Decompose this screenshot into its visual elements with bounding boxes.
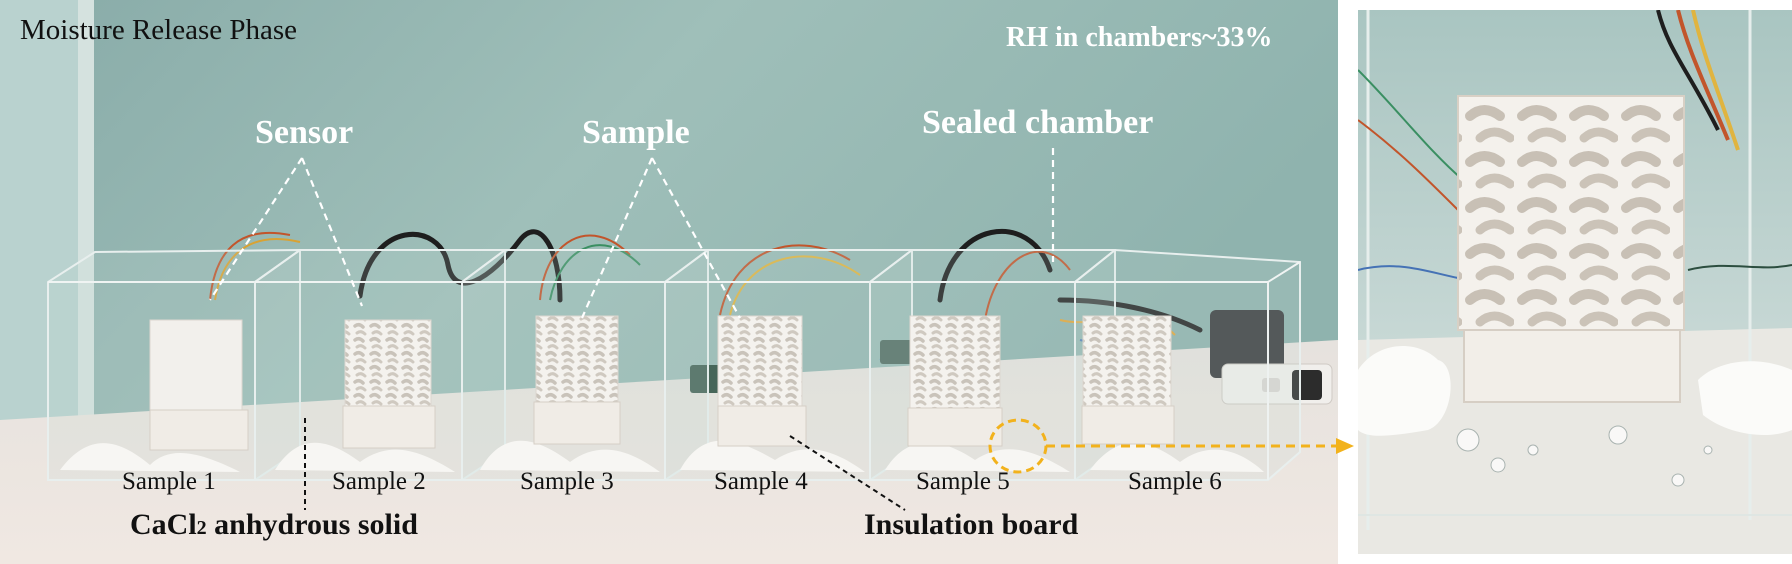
connector-arrow <box>1046 438 1354 454</box>
sample-label-1: Sample 1 <box>122 468 216 495</box>
rh-label: RH in chambers~33% <box>1006 22 1273 53</box>
adapter <box>1210 310 1284 378</box>
chambers-scene <box>0 0 1338 564</box>
main-photo-panel: Moisture Release Phase RH in chambers~33… <box>0 0 1338 564</box>
closeup-wires <box>1358 10 1792 279</box>
chamber-3 <box>461 249 709 481</box>
chamber-4 <box>664 249 913 481</box>
chamber-callout: Sealed chamber <box>922 104 1154 141</box>
sensor-callout: Sensor <box>255 114 354 151</box>
sample-label-4: Sample 4 <box>714 468 808 495</box>
chamber-6 <box>1074 248 1301 481</box>
leader-lines <box>209 148 1055 319</box>
cacl-subscript: 2 <box>196 517 207 539</box>
sample-label-3: Sample 3 <box>520 468 614 495</box>
closeup-scene <box>1358 10 1792 554</box>
cacl-suffix: anhydrous solid <box>206 508 418 541</box>
water-droplets <box>1456 425 1713 487</box>
window-frame <box>0 0 90 430</box>
closeup-photo-panel <box>1358 10 1792 554</box>
closeup-sample <box>1457 95 1685 403</box>
sample-label-2: Sample 2 <box>332 468 426 495</box>
chamber-edges <box>1366 10 1752 530</box>
board-label: Insulation board <box>864 508 1079 541</box>
window-edge <box>78 0 94 430</box>
calcium-chloride-pile <box>1358 346 1792 436</box>
sample-label-6: Sample 6 <box>1128 468 1222 495</box>
sample-callout: Sample <box>582 114 690 151</box>
table <box>0 340 1338 564</box>
chamber-2 <box>254 249 506 481</box>
phase-title: Moisture Release Phase <box>20 14 298 46</box>
cacl-label: CaCl2 anhydrous solid <box>130 508 418 542</box>
socket <box>1262 378 1280 392</box>
cacl-prefix: CaCl <box>130 508 197 541</box>
board-leader <box>789 435 906 511</box>
sample-label-5: Sample 5 <box>916 468 1010 495</box>
